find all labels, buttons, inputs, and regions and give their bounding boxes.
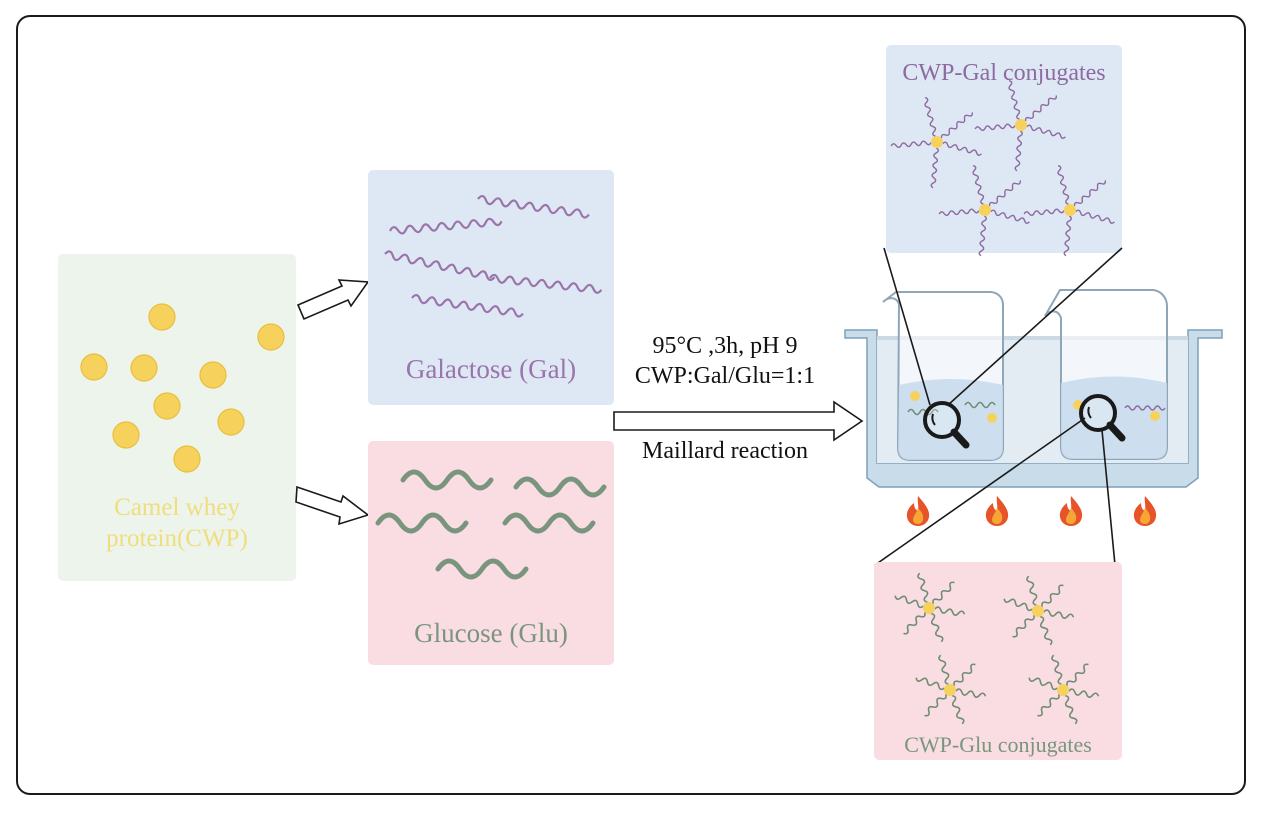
callout-lines <box>874 247 1123 566</box>
cwp-label-line1: Camel whey <box>114 494 240 521</box>
reaction-name: Maillard reaction <box>642 438 808 464</box>
arrow-to-glucose <box>295 485 370 526</box>
water-bath-apparatus <box>844 289 1223 488</box>
glucose-label: Glucose (Glu) <box>414 618 568 648</box>
gal-conjugates-panel <box>886 45 1122 256</box>
glu-conjugates-label: CWP-Glu conjugates <box>904 732 1092 757</box>
gal-conjugates-label: CWP-Gal conjugates <box>902 60 1106 86</box>
arrow-to-galactose <box>296 279 370 321</box>
galactose-panel <box>368 170 614 405</box>
cwp-panel <box>58 254 296 581</box>
cwp-label-line2: protein(CWP) <box>106 525 248 552</box>
galactose-label: Galactose (Gal) <box>405 354 577 384</box>
maillard-reaction-arrow <box>613 400 864 442</box>
protein-dots <box>80 303 285 473</box>
glucose-panel <box>368 441 614 665</box>
flame-icons <box>906 496 1157 526</box>
reaction-condition-temperature: 95°C ,3h, pH 9 <box>652 333 798 359</box>
glu-conjugates-panel <box>874 562 1122 760</box>
figure-frame <box>16 15 1246 795</box>
cwp-label: Camel whey protein(CWP) <box>58 492 296 554</box>
reaction-condition-ratio: CWP:Gal/Glu=1:1 <box>634 363 816 389</box>
